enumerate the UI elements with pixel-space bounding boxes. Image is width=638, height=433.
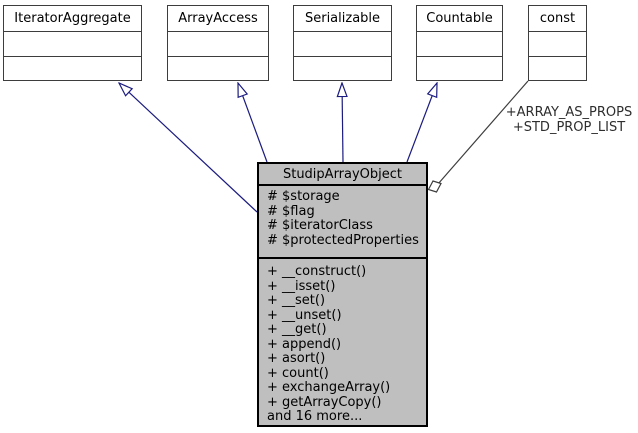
empty-methods-compartment bbox=[168, 57, 268, 81]
empty-attributes-compartment bbox=[4, 32, 141, 57]
usage-edge-const bbox=[437, 80, 529, 185]
class-title: ArrayAccess bbox=[168, 6, 268, 32]
aggregation-diamond-icon bbox=[427, 180, 442, 193]
empty-attributes-compartment bbox=[168, 32, 268, 57]
class-box-serializable: Serializable bbox=[293, 5, 392, 81]
empty-methods-compartment bbox=[294, 57, 391, 81]
attributes-compartment: # $storage # $flag # $iteratorClass # $p… bbox=[259, 186, 426, 259]
usage-label-array-as-props: +ARRAY_AS_PROPS bbox=[505, 105, 633, 120]
method-item: + getArrayCopy() bbox=[267, 394, 382, 410]
class-box-studiparrayobject: StudipArrayObject # $storage # $flag # $… bbox=[257, 162, 428, 427]
empty-methods-compartment bbox=[417, 57, 502, 81]
method-item: + __construct() bbox=[267, 264, 367, 279]
method-item-more: and 16 more... bbox=[267, 409, 363, 424]
empty-attributes-compartment bbox=[417, 32, 502, 57]
method-item: + __unset() bbox=[267, 307, 342, 323]
method-item: + __set() bbox=[267, 293, 326, 308]
class-title: StudipArrayObject bbox=[259, 164, 426, 186]
inheritance-edge-countable bbox=[406, 83, 437, 163]
method-item: + append() bbox=[267, 336, 342, 352]
attribute-item: # $flag bbox=[267, 203, 315, 219]
inheritance-edge-iteratoraggregate bbox=[119, 83, 258, 213]
class-title: IteratorAggregate bbox=[4, 6, 141, 32]
attribute-item: # $storage bbox=[267, 189, 340, 204]
empty-attributes-compartment bbox=[294, 32, 391, 57]
inheritance-edge-serializable bbox=[342, 83, 343, 163]
class-box-arrayaccess: ArrayAccess bbox=[167, 5, 269, 81]
class-box-const: const bbox=[528, 5, 587, 81]
empty-methods-compartment bbox=[4, 57, 141, 81]
attribute-item: # $iteratorClass bbox=[267, 218, 373, 233]
class-title: Countable bbox=[417, 6, 502, 32]
method-item: + asort() bbox=[267, 351, 326, 366]
class-title: const bbox=[529, 6, 586, 32]
method-item: + count() bbox=[267, 365, 329, 381]
method-item: + exchangeArray() bbox=[267, 380, 391, 395]
inheritance-edge-arrayaccess bbox=[238, 83, 268, 163]
method-item: + __get() bbox=[267, 322, 327, 337]
class-title: Serializable bbox=[294, 6, 391, 32]
method-item: + __isset() bbox=[267, 278, 336, 294]
methods-compartment: + __construct() + __isset() + __set() + … bbox=[259, 259, 426, 425]
usage-label-std-prop-list: +STD_PROP_LIST bbox=[512, 119, 626, 135]
empty-attributes-compartment bbox=[529, 32, 586, 57]
empty-methods-compartment bbox=[529, 57, 586, 81]
usage-edge-labels: +ARRAY_AS_PROPS +STD_PROP_LIST bbox=[499, 105, 638, 135]
class-box-iteratoraggregate: IteratorAggregate bbox=[3, 5, 142, 81]
attribute-item: # $protectedProperties bbox=[267, 232, 419, 248]
class-box-countable: Countable bbox=[416, 5, 503, 81]
